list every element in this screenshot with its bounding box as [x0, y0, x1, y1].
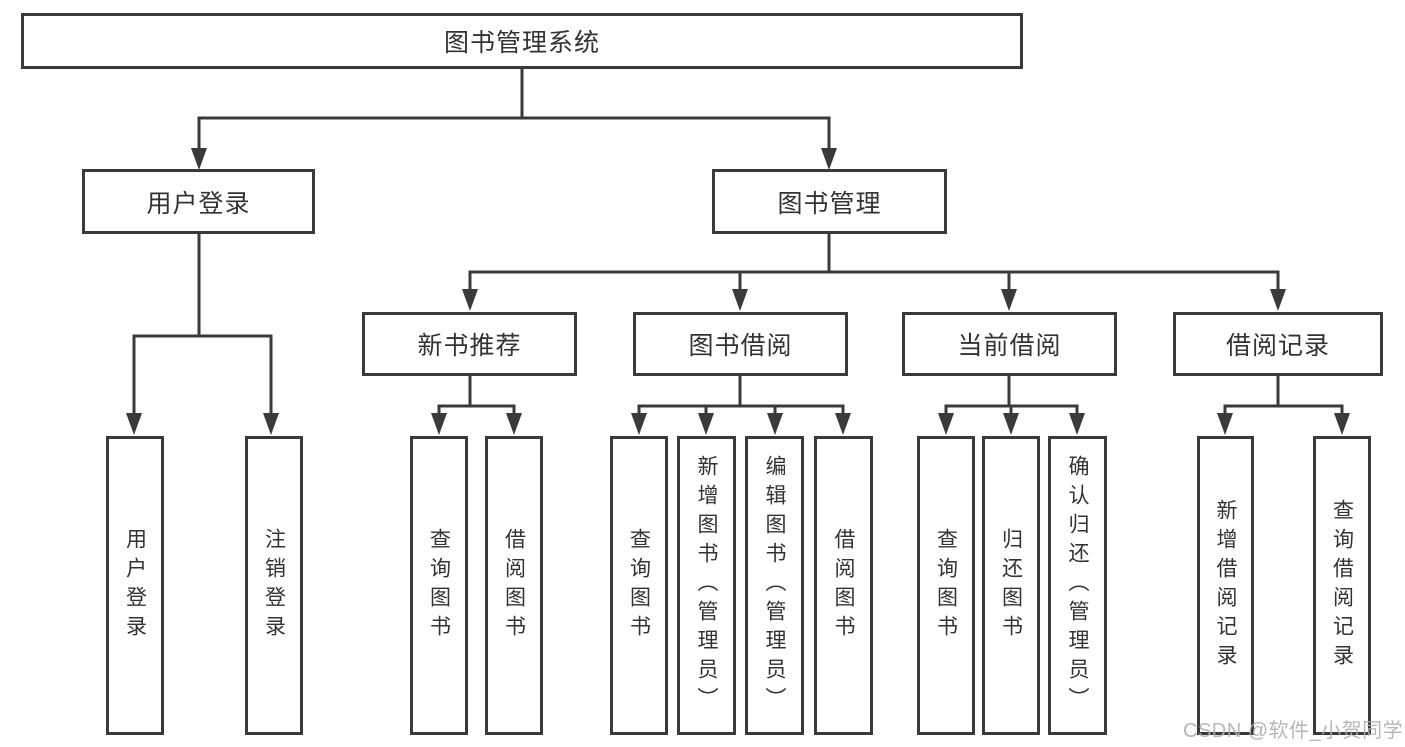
- leaf-add-books-admin: 新增图书（管理员）: [677, 436, 736, 735]
- leaf-borrow-books-1: 借阅图书: [485, 436, 543, 735]
- arrowhead: [1069, 413, 1085, 435]
- leaf-add-borrow-record: 新增借阅记录: [1197, 436, 1254, 735]
- arrowhead: [732, 289, 748, 311]
- arrowhead: [1270, 289, 1286, 311]
- arrowhead: [1003, 413, 1019, 435]
- node-label: 新增借阅记录: [1214, 498, 1237, 673]
- node-label: 新增图书（管理员）: [695, 455, 718, 716]
- node-label: 确认归还（管理员）: [1066, 455, 1089, 716]
- node-label: 当前借阅: [957, 332, 1062, 360]
- node-label: 借阅记录: [1225, 332, 1330, 360]
- leaf-confirm-return-admin: 确认归还（管理员）: [1048, 436, 1107, 735]
- node-label: 注销登录: [262, 527, 286, 644]
- leaf-borrow-books-2: 借阅图书: [814, 436, 873, 735]
- arrowhead: [506, 413, 522, 435]
- arrowhead: [631, 413, 647, 435]
- leaf-logout: 注销登录: [245, 436, 303, 735]
- node-label: 图书管理系统: [443, 29, 600, 57]
- node-label: 查询图书: [934, 527, 958, 644]
- arrowhead: [1334, 413, 1350, 435]
- arrowhead: [938, 413, 954, 435]
- node-label: 图书管理: [777, 189, 882, 218]
- arrowhead: [462, 289, 478, 311]
- leaf-query-borrow-record: 查询借阅记录: [1313, 436, 1371, 735]
- arrowhead: [191, 148, 207, 170]
- leaf-query-books-1: 查询图书: [410, 436, 468, 735]
- node-library-management-system: 图书管理系统: [21, 13, 1023, 69]
- connector-userlogin-to-leaves: [132, 233, 273, 414]
- connector-borrowrecords-to-leaves: [1223, 375, 1344, 414]
- leaf-return-books: 归还图书: [982, 436, 1040, 735]
- arrowhead: [263, 413, 279, 435]
- node-book-borrow: 图书借阅: [633, 312, 848, 376]
- node-label: 图书借阅: [688, 332, 793, 360]
- leaf-edit-books-admin: 编辑图书（管理员）: [745, 436, 804, 735]
- leaf-query-books-2: 查询图书: [610, 436, 668, 735]
- node-label: 查询图书: [427, 527, 451, 644]
- node-user-login-branch: 用户登录: [82, 169, 315, 234]
- node-new-book-recommend: 新书推荐: [362, 312, 577, 376]
- leaf-user-login: 用户登录: [106, 436, 164, 735]
- arrowhead: [1001, 289, 1017, 311]
- node-label: 查询借阅记录: [1330, 498, 1354, 673]
- arrowhead: [431, 413, 447, 435]
- arrowhead: [698, 413, 714, 435]
- connector-currentborrow-to-leaves: [944, 375, 1079, 414]
- arrowhead: [821, 148, 837, 170]
- arrowhead: [835, 413, 851, 435]
- connector-bookmgmt-to-level3: [468, 233, 1280, 291]
- node-label: 用户登录: [123, 527, 147, 644]
- node-label: 归还图书: [999, 527, 1023, 644]
- node-label: 借阅图书: [502, 527, 526, 644]
- connector-newbook-to-leaves: [437, 375, 516, 414]
- connector-root-to-level2: [197, 68, 831, 150]
- connector-bookborrow-to-leaves: [637, 375, 845, 414]
- node-current-borrow: 当前借阅: [902, 312, 1117, 376]
- node-label: 编辑图书（管理员）: [763, 455, 786, 716]
- node-label: 借阅图书: [832, 527, 855, 644]
- node-borrow-records: 借阅记录: [1173, 312, 1383, 376]
- csdn-watermark: CSDN @软件_小贺同学: [1183, 720, 1404, 742]
- node-label: 查询图书: [627, 527, 651, 644]
- node-label: 用户登录: [146, 189, 251, 218]
- leaf-query-books-3: 查询图书: [917, 436, 975, 735]
- arrowhead: [767, 413, 783, 435]
- arrowhead: [126, 413, 142, 435]
- node-label: 新书推荐: [417, 332, 522, 360]
- arrowhead: [1217, 413, 1233, 435]
- node-book-management-branch: 图书管理: [712, 169, 947, 234]
